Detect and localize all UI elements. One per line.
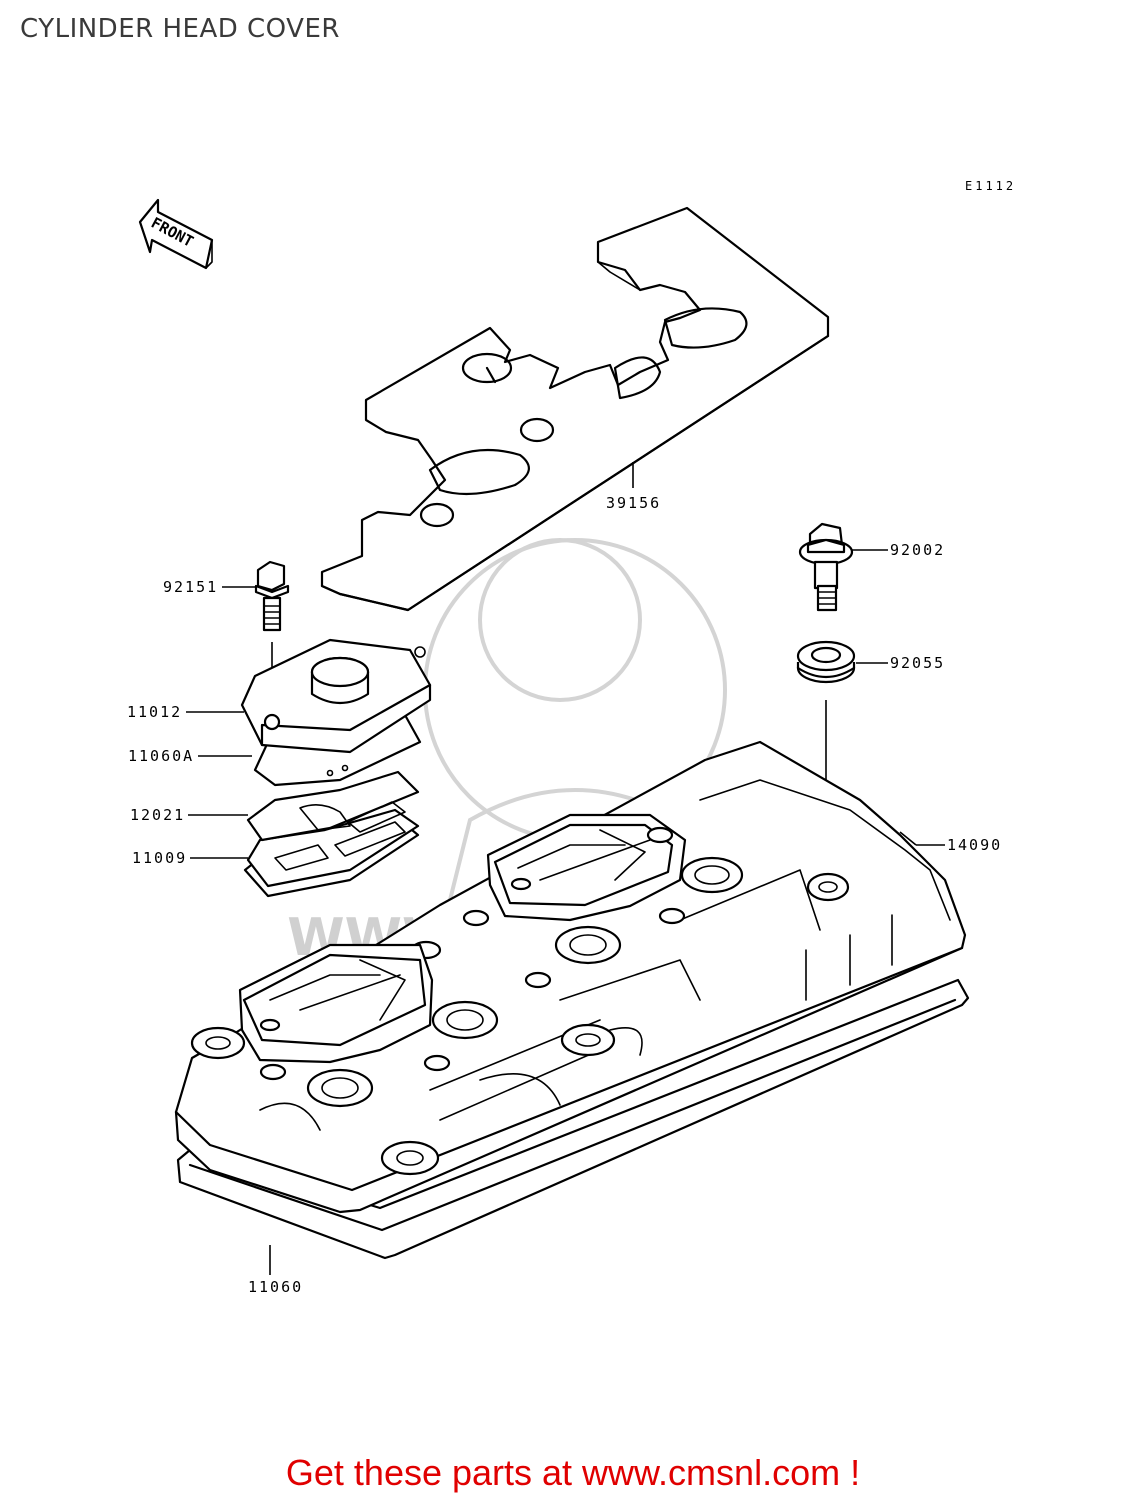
promo-link[interactable]: Get these parts at www.cmsnl.com !: [285, 1452, 861, 1493]
label-12021: 12021: [130, 806, 185, 824]
page-title: CYLINDER HEAD COVER: [20, 14, 340, 44]
part-92002-bolt: 92002: [798, 522, 945, 612]
label-92055: 92055: [890, 654, 945, 672]
label-11009: 11009: [132, 849, 187, 867]
front-arrow-icon: FRONT: [138, 198, 214, 270]
label-14090: 14090: [947, 836, 1002, 854]
label-39156: 39156: [606, 494, 661, 512]
label-92151: 92151: [163, 578, 218, 596]
label-11060A: 11060A: [128, 747, 194, 765]
label-11060: 11060: [248, 1278, 303, 1296]
part-14090-head-cover: 14090: [174, 740, 1002, 1214]
part-92055-grommet: 92055: [796, 640, 945, 880]
breather-cover-stack: 11012 11060A 12021 11009: [127, 638, 432, 898]
label-92002: 92002: [890, 541, 945, 559]
part-39156-plate: 39156: [320, 206, 830, 612]
label-11012: 11012: [127, 703, 182, 721]
exploded-parts-diagram: WWW.CMSNL.COM E1112 FRONT 39156 92002: [127, 179, 1016, 1296]
diagram-code: E1112: [965, 179, 1016, 193]
